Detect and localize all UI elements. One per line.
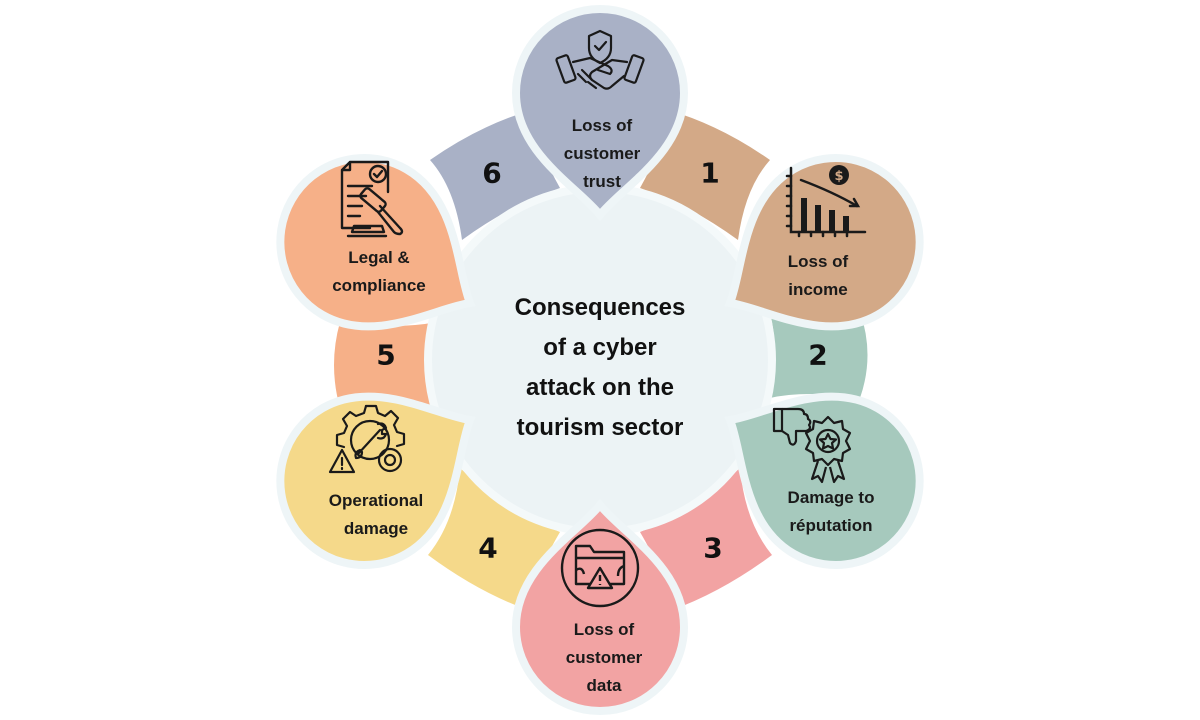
- center-title: Consequences of a cyber attack on the to…: [480, 288, 720, 448]
- label-loss-of-income: Loss of income: [788, 248, 848, 304]
- ring-segment-5: [334, 322, 437, 408]
- label-line: compliance: [332, 276, 426, 295]
- segment-number-5: 5: [376, 338, 396, 372]
- segment-number-4: 4: [478, 531, 498, 565]
- title-line: attack on the: [525, 374, 675, 401]
- label-line: Damage to: [787, 488, 875, 507]
- label-line: customer: [565, 648, 643, 667]
- title-line: tourism sector: [516, 414, 684, 441]
- title-line: of a cyber: [543, 334, 657, 361]
- label-line: Legal &: [348, 248, 410, 267]
- label-line: Operational: [328, 491, 424, 510]
- label-damage-to-reputation: Damage to réputation: [788, 484, 875, 540]
- label-loss-of-customer-data: Loss of customer data: [566, 616, 643, 700]
- label-line: Loss of: [787, 252, 849, 271]
- folder-warning-icon: [560, 528, 640, 608]
- label-line: réputation: [789, 516, 873, 535]
- label-line: Loss of: [571, 116, 633, 135]
- segment-number-2: 2: [808, 338, 828, 372]
- label-loss-of-customer-trust: Loss of customer trust: [564, 112, 641, 196]
- title-line: Consequences: [514, 294, 686, 321]
- segment-number-3: 3: [703, 531, 723, 565]
- document-gavel-icon: [340, 160, 404, 238]
- label-line: data: [586, 676, 622, 695]
- label-operational-damage: Operational damage: [329, 487, 423, 543]
- thumbs-down-badge-icon: [772, 407, 852, 484]
- label-line: customer: [563, 144, 641, 163]
- broken-gear-wrench-icon: [328, 404, 406, 474]
- label-line: trust: [583, 172, 621, 191]
- ring-segment-4: [428, 468, 560, 610]
- svg-text:$: $: [834, 169, 843, 184]
- handshake-shield-icon: [555, 29, 645, 90]
- ring-segment-2: [770, 312, 868, 398]
- ring-segments: [334, 110, 868, 610]
- segment-number-6: 6: [482, 156, 502, 190]
- label-line: damage: [343, 519, 409, 538]
- label-legal-compliance: Legal & compliance: [332, 244, 426, 300]
- label-line: income: [788, 280, 848, 299]
- label-line: Loss of: [573, 620, 635, 639]
- declining-chart-dollar-icon: $: [785, 165, 867, 238]
- segment-number-1: 1: [700, 156, 720, 190]
- ring-segment-3: [640, 468, 772, 610]
